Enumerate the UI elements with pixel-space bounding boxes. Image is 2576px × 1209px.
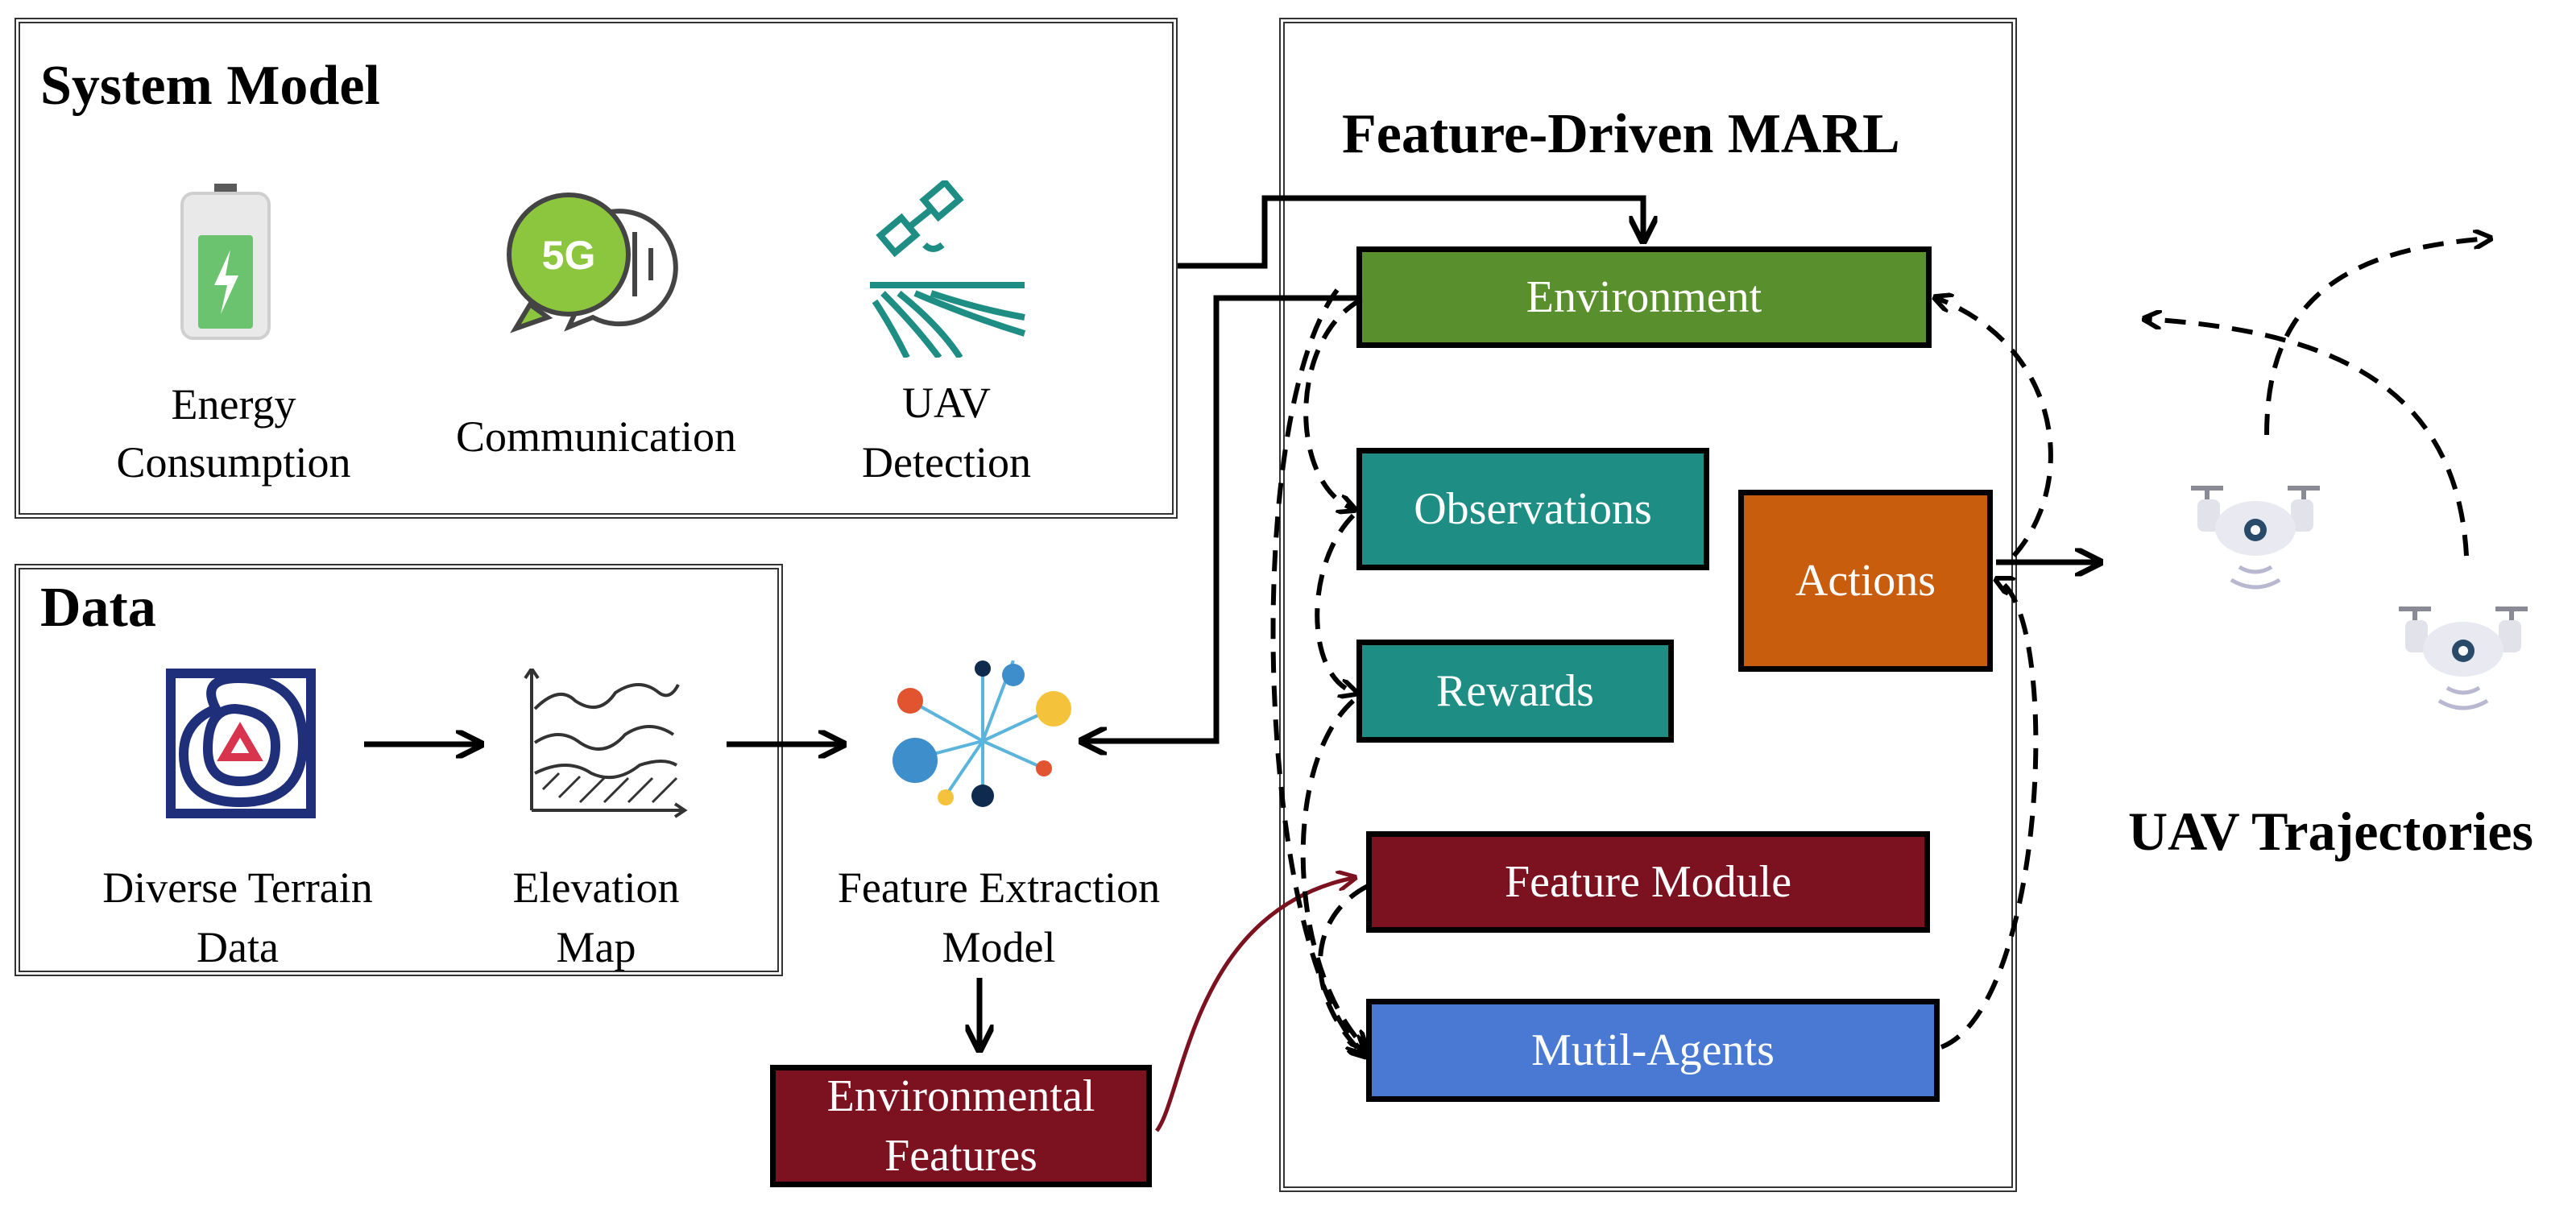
feature-module-box: Feature Module xyxy=(1366,831,1930,933)
envfeatures-to-featuremodule-arrow xyxy=(1154,878,1353,1132)
system-model-title: System Model xyxy=(40,55,380,117)
terrain-map-icon xyxy=(166,669,316,818)
trajectory-1-dash xyxy=(2264,238,2489,436)
network-graph-icon xyxy=(892,660,1071,807)
observations-box: Observations xyxy=(1356,448,1709,570)
environment-to-feature-arrow xyxy=(1084,295,1356,741)
feature-extraction-label-2: Model xyxy=(942,923,1056,971)
uav-detection-label-2: Detection xyxy=(862,438,1031,486)
env-to-observations-dash xyxy=(1303,297,1363,509)
environment-box: Environment xyxy=(1356,246,1932,348)
terrain-label-1: Diverse Terrain xyxy=(102,863,373,912)
environmental-features-label-2: Features xyxy=(884,1131,1037,1181)
uav-trajectories-title: UAV Trajectories xyxy=(2128,801,2533,862)
elevation-label-1: Elevation xyxy=(512,863,680,912)
energy-label-2: Consumption xyxy=(116,438,351,486)
actions-box: Actions xyxy=(1738,490,1993,672)
system-to-environment-arrow xyxy=(1178,195,1643,269)
system-model-panel xyxy=(14,18,1178,519)
data-title: Data xyxy=(40,577,156,639)
satellite-field-icon xyxy=(870,180,1026,358)
actions-to-environment-dash xyxy=(1936,298,2053,557)
multiagents-to-actions-dash xyxy=(1940,580,2039,1050)
elevation-chart-icon xyxy=(524,669,688,818)
drone-icon xyxy=(2399,607,2528,710)
communication-label: Communication xyxy=(456,412,736,461)
drone-icon xyxy=(2191,486,2320,590)
marl-title: Feature-Driven MARL xyxy=(1342,103,1900,165)
env-to-multiagents-dash xyxy=(1270,288,1363,1052)
terrain-label-2: Data xyxy=(197,923,279,971)
multi-agents-box: Mutil-Agents xyxy=(1366,999,1940,1102)
data-panel xyxy=(14,564,783,976)
environmental-features-label-1: Environmental xyxy=(826,1071,1095,1121)
5g-chat-icon: 5G xyxy=(507,193,678,333)
featuremodule-to-multiagents-dash xyxy=(1318,884,1368,1055)
uav-detection-label-1: UAV xyxy=(901,379,992,427)
elevation-label-2: Map xyxy=(556,923,636,971)
observations-to-rewards-dash xyxy=(1315,513,1355,693)
feature-extraction-label-1: Feature Extraction xyxy=(837,863,1161,912)
energy-label-1: Energy xyxy=(171,380,296,429)
battery-icon xyxy=(180,184,271,340)
environmental-features-box: Environmental Features xyxy=(770,1065,1152,1187)
5g-badge: 5G xyxy=(542,233,596,278)
marl-panel xyxy=(1279,18,2017,1192)
rewards-to-multiagents-dash xyxy=(1300,698,1365,1047)
trajectory-2-dash xyxy=(2146,319,2469,557)
